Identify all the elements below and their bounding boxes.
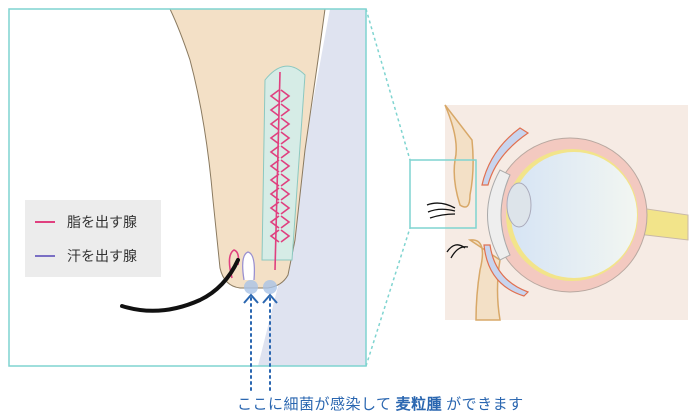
conjunctiva-upper xyxy=(481,127,530,186)
caption: ここに細菌が感染して麦粒腫ができます xyxy=(237,393,524,414)
eye-cross-section xyxy=(409,104,689,321)
sweat-gland xyxy=(242,251,256,281)
infection-arrows xyxy=(243,293,278,391)
cornea xyxy=(487,169,511,261)
legend: 脂を出す腺 汗を出す腺 xyxy=(25,200,161,277)
conjunctiva-lower xyxy=(483,244,530,297)
eyelash xyxy=(120,258,240,313)
infection-site-1 xyxy=(244,280,258,294)
lens xyxy=(506,182,532,228)
legend-label: 汗を出す腺 xyxy=(67,249,137,265)
zoom-connector-top xyxy=(365,8,411,161)
sweat-gland-swatch xyxy=(35,255,55,257)
caption-prefix: ここに細菌が感染して xyxy=(237,395,392,413)
zoom-connector-bottom xyxy=(365,227,411,367)
vitreous-body xyxy=(511,152,637,278)
eyelashes xyxy=(426,202,469,259)
meibomian-gland-area xyxy=(261,65,306,261)
oil-gland-swatch xyxy=(35,221,55,223)
legend-item-oil-gland: 脂を出す腺 xyxy=(35,212,137,232)
upper-eyelid xyxy=(444,104,474,208)
enlarged-eyelid-view xyxy=(8,8,367,367)
zoom-region-frame xyxy=(409,159,477,229)
caption-suffix: ができます xyxy=(446,395,524,413)
caption-highlight: 麦粒腫 xyxy=(395,395,443,413)
enlarged-view-frame xyxy=(8,8,367,367)
infection-site-2 xyxy=(263,280,277,294)
legend-label: 脂を出す腺 xyxy=(67,215,137,231)
legend-item-sweat-gland: 汗を出す腺 xyxy=(35,246,137,266)
